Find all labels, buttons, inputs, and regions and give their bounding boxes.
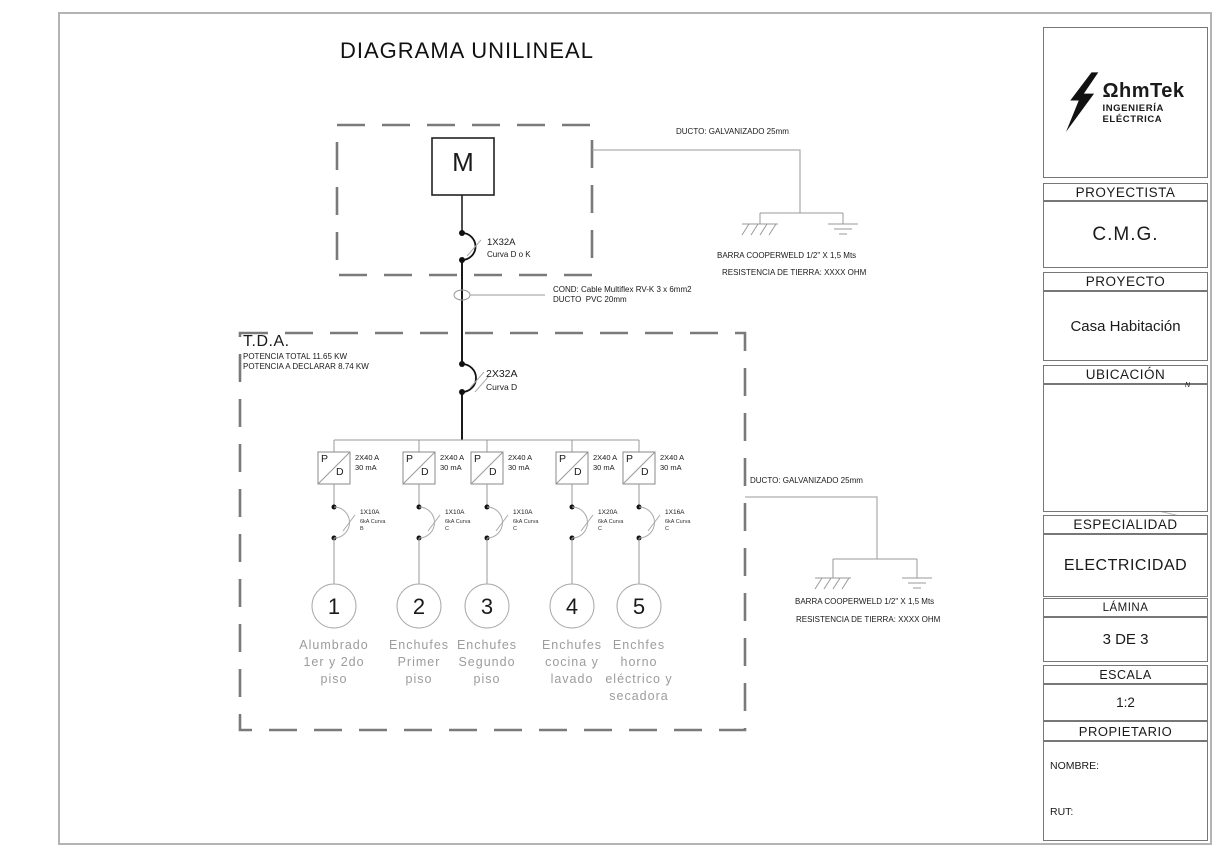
proyectista-value: C.M.G. [1043,201,1208,268]
brand-sub2: ELÉCTRICA [1102,114,1163,125]
brand-name: ΩhmTek [1102,80,1185,102]
proyecto-band: PROYECTO [1043,272,1208,291]
branch-circuit-5: P D 2X40 A 30 mA 1X16A 6kA Curva C 5 Enc… [584,440,694,725]
sheet-title: DIAGRAMA UNILINEAL [340,38,594,63]
ground-bar-label-top: BARRA COOPERWELD 1/2" X 1,5 Mts [717,251,857,260]
proyecto-value: Casa Habitación [1043,291,1208,361]
duct-label-bottom: DUCTO: GALVANIZADO 25mm [750,476,863,485]
differential-d-label: D [574,466,582,478]
especialidad-band: ESPECIALIDAD [1043,515,1208,534]
differential-rating: 2X40 A 30 mA [355,453,380,472]
differential-p-label: P [321,453,329,465]
meter-box [431,137,495,196]
circuit-description: Enchufes cocina y lavado [541,638,603,686]
branch-breaker-rating: 1X16A [665,509,685,516]
branch-circuit-4: P D 2X40 A 30 mA 1X20A 6kA Curva C 4 Enc… [517,440,627,725]
propietario-box [1043,741,1208,841]
branch-breaker-curve: 6kA Curva C [665,519,691,532]
circuit-number: 5 [632,594,646,619]
branch-circuit-graphics [311,440,357,629]
feeder-conductor-note: COND: Cable Multiflex RV-K 3 x 6mm2 DUCT… [553,285,692,304]
escala-band: ESCALA [1043,665,1208,684]
ground-bar-label-bottom: BARRA COOPERWELD 1/2" X 1,5 Mts [795,597,935,606]
differential-p-label: P [559,453,567,465]
branch-circuit-1: P D 2X40 A 30 mA 1X10A 6kA Curva B 1 Alu… [279,440,389,725]
tda-panel-name: T.D.A. [243,333,290,350]
north-label: N [1185,382,1191,389]
differential-d-label: D [641,466,649,478]
lamina-value: 3 DE 3 [1043,617,1208,662]
ground-bars-icon [902,577,932,589]
especialidad-value: ELECTRICIDAD [1043,534,1208,597]
branch-circuit-2: P D 2X40 A 30 mA 1X10A 6kA Curva C 2 Enc… [364,440,474,725]
sheet-border [58,12,1212,845]
branch-circuit-graphics [549,440,595,629]
breaker-1x32a-symbol [459,230,482,263]
breaker-2x32a-rating: 2X32A [486,368,518,380]
branch-circuit-graphics [396,440,442,629]
branch-circuit-graphics [464,440,510,629]
circuit-number: 3 [480,594,494,619]
breaker-1x32a-curve: Curva D o K [487,250,531,259]
ground-bars-icon [828,223,858,235]
differential-rating: 2X40 A 30 mA [508,453,533,472]
breaker-1x32a-rating: 1X32A [487,237,516,248]
differential-d-label: D [421,466,429,478]
earth-hatched-icon [814,577,851,590]
branch-breaker-curve: 6kA Curva C [445,519,471,532]
differential-d-label: D [336,466,344,478]
earth-hatched-icon [741,223,778,236]
nombre-label: NOMBRE: [1050,760,1100,772]
differential-rating: 2X40 A 30 mA [440,453,465,472]
differential-rating: 2X40 A 30 mA [660,453,685,472]
branch-breaker-rating: 1X10A [513,509,533,516]
branch-circuit-graphics [616,440,662,629]
brand-sub1: INGENIERÍA [1102,103,1164,114]
grounding-run-top [592,149,858,236]
ubicacion-map-box [1043,384,1208,512]
feeder-connector [453,289,545,301]
company-logo-box: ΩhmTek INGENIERÍA ELÉCTRICA [1043,27,1208,178]
meter-label: M [452,147,474,177]
circuit-description: Alumbrado 1er y 2do piso [299,638,369,686]
differential-p-label: P [474,453,482,465]
duct-label-top: DUCTO: GALVANIZADO 25mm [676,127,789,136]
circuit-number: 2 [412,594,426,619]
lamina-band: LÁMINA [1043,598,1208,617]
rut-label: RUT: [1050,806,1074,818]
meter-enclosure-dashed-box [335,123,594,277]
tda-power-notes: POTENCIA TOTAL 11.65 KW POTENCIA A DECLA… [243,352,369,371]
breaker-2x32a-curve: Curva D [486,382,518,392]
branch-breaker-curve: 6kA Curva C [598,519,624,532]
escala-value: 1:2 [1043,684,1208,721]
circuit-description: Enchufes Primer piso [388,638,450,686]
branch-breaker-curve: 6kA Curva C [513,519,539,532]
branch-breaker-curve: 6kA Curva B [360,519,386,532]
ubicacion-band: UBICACIÓN [1043,365,1208,384]
tda-enclosure-dashed-box [238,331,747,732]
differential-p-label: P [406,453,414,465]
differential-d-label: D [489,466,497,478]
differential-rating: 2X40 A 30 mA [593,453,618,472]
branch-circuit-3: P D 2X40 A 30 mA 1X10A 6kA Curva C 3 Enc… [432,440,542,725]
circuit-number: 1 [327,594,341,619]
branch-breaker-rating: 1X20A [598,509,618,516]
proyectista-band: PROYECTISTA [1043,183,1208,201]
circuit-description: Enchfes horno eléctrico y secadora [605,638,673,703]
ground-resistance-label-bottom: RESISTENCIA DE TIERRA: XXXX OHM [796,615,941,624]
ground-resistance-label-top: RESISTENCIA DE TIERRA: XXXX OHM [722,268,867,277]
branch-breaker-rating: 1X10A [445,509,465,516]
grounding-run-bottom [745,496,932,590]
breaker-2x32a-symbol [459,361,490,395]
propietario-band: PROPIETARIO [1043,721,1208,741]
circuit-description: Enchufes Segundo piso [456,638,518,686]
differential-p-label: P [626,453,634,465]
branch-breaker-rating: 1X10A [360,509,380,516]
circuit-number: 4 [565,594,579,619]
lightning-bolt-icon [1066,71,1099,132]
